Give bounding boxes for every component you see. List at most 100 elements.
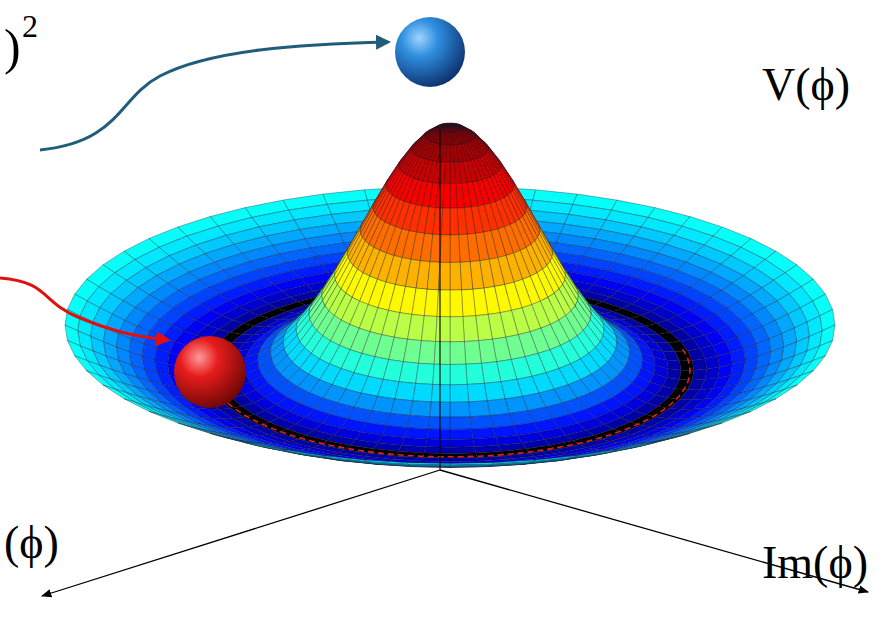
surface-patch — [428, 417, 450, 430]
surface-patch — [450, 125, 458, 132]
vacuum-circle — [210, 349, 690, 457]
surface-patch — [450, 125, 459, 131]
surface-patch — [469, 401, 490, 417]
surface-patch — [450, 145, 454, 162]
surface-patch — [441, 208, 450, 235]
surface-patch — [450, 208, 459, 235]
potential-surface — [65, 123, 835, 467]
surface-patch — [323, 456, 367, 462]
surface-patch — [103, 385, 135, 402]
surface-patch — [466, 363, 485, 384]
surface-patch — [443, 184, 450, 209]
surface-patch — [801, 356, 825, 375]
surface-patch — [424, 289, 438, 316]
surface-patch — [446, 125, 450, 132]
surface-patch — [407, 463, 450, 465]
surface-patch — [460, 262, 473, 290]
surface-patch — [447, 132, 450, 145]
surface-patch — [450, 417, 472, 430]
re-axis — [42, 470, 440, 596]
surface-patch — [450, 439, 474, 447]
surface-patch — [443, 125, 450, 132]
surface-patch — [433, 364, 450, 385]
surface-patch — [450, 235, 460, 263]
v-axis — [439, 130, 440, 470]
surface-patch — [391, 399, 413, 416]
surface-patch — [484, 382, 505, 401]
surface-patch — [487, 399, 509, 416]
surface-patch — [692, 369, 706, 380]
surface-patch — [450, 384, 469, 402]
surface-patch — [463, 316, 479, 342]
surface-patch — [765, 385, 797, 402]
surface-patch — [427, 262, 440, 290]
surface-patch — [364, 460, 408, 464]
surface-patch — [424, 447, 450, 454]
surface-patch — [573, 450, 617, 458]
surface-patch — [754, 389, 785, 405]
unstable-ball — [395, 17, 465, 87]
surface-patch — [450, 402, 470, 417]
surface-patch — [135, 402, 169, 417]
surface-patch — [446, 145, 450, 162]
leader-arrow — [40, 42, 388, 150]
surface-patch — [450, 447, 476, 454]
surface-patch — [395, 382, 416, 401]
surface-patch — [450, 317, 464, 342]
surface-patch — [283, 450, 327, 458]
surface-patch — [785, 371, 813, 389]
surface-patch — [444, 162, 450, 184]
surface-patch — [450, 125, 453, 132]
surface-patch — [87, 371, 115, 389]
surface-patch — [680, 370, 694, 380]
surface-patch — [444, 125, 450, 132]
surface-patch — [450, 364, 467, 385]
surface-patch — [450, 262, 462, 290]
surface-patch — [115, 389, 146, 405]
surface-patch — [450, 429, 473, 439]
axis-label: ) — [4, 22, 21, 72]
im-axis — [440, 470, 868, 592]
surface-patch — [464, 341, 481, 365]
surface-patch — [467, 383, 487, 402]
surface-patch — [470, 416, 493, 430]
surface-patch — [437, 290, 450, 317]
surface-patch — [481, 362, 501, 384]
surface-patch — [741, 399, 776, 415]
surface-patch — [680, 361, 694, 371]
surface-patch — [441, 125, 450, 131]
surface-patch — [449, 125, 450, 132]
surface-patch — [386, 414, 410, 428]
surface-patch — [450, 290, 463, 317]
surface-patch — [399, 362, 419, 384]
surface-patch — [149, 411, 187, 425]
axis-label: (ϕ) — [4, 520, 59, 566]
surface-patch — [124, 399, 159, 415]
surface-patch — [434, 342, 450, 365]
surface-patch — [459, 234, 470, 262]
surface-patch — [436, 317, 450, 342]
surface-patch — [450, 342, 466, 365]
surface-patch — [731, 402, 765, 417]
surface-patch — [450, 125, 457, 132]
surface-patch — [490, 414, 514, 428]
surface-patch — [440, 235, 450, 263]
surface-patch — [421, 316, 437, 342]
axis-label: 2 — [22, 10, 38, 42]
surface-patch — [479, 339, 497, 363]
surface-patch — [245, 442, 288, 451]
surface-patch — [431, 384, 450, 402]
surface-patch — [410, 401, 431, 417]
surface-patch — [447, 125, 450, 132]
surface-patch — [612, 442, 655, 451]
leader-arrow — [0, 278, 168, 340]
surface-patch — [450, 132, 453, 145]
surface-patch — [416, 363, 435, 384]
surface-patch — [450, 162, 456, 184]
surface-patch — [721, 405, 754, 419]
surface-patch — [450, 184, 457, 209]
surface-patch — [407, 416, 430, 430]
surface-patch — [75, 356, 99, 375]
surface-patch — [692, 359, 706, 371]
